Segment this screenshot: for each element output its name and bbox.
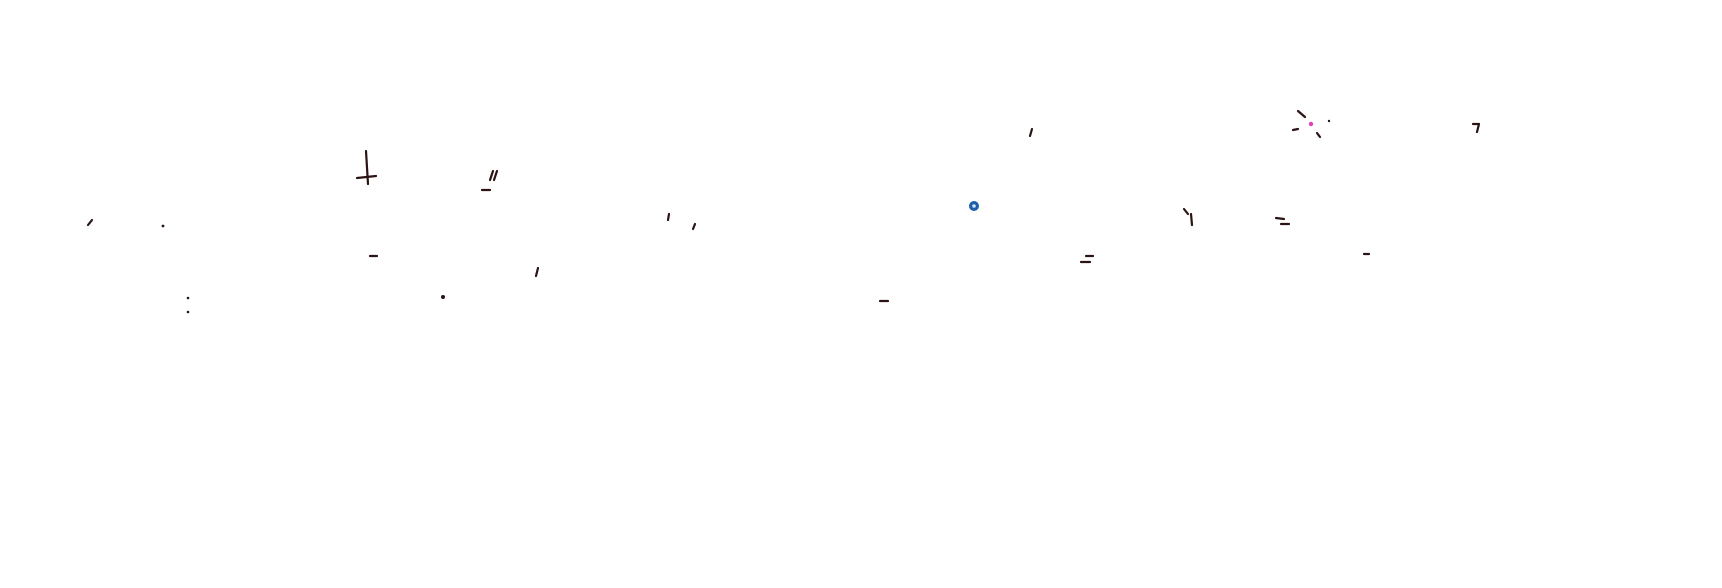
- stroke-mark: [492, 169, 499, 182]
- stroke-mark: [355, 174, 378, 180]
- stroke-mark: [1296, 109, 1307, 119]
- stroke-mark: [364, 149, 370, 186]
- dot-mark: [186, 310, 190, 314]
- stroke-mark: [488, 169, 495, 182]
- stroke-mark: [666, 212, 671, 222]
- stroke-mark: [1471, 122, 1481, 134]
- dot-mark: [161, 224, 165, 228]
- stroke-mark: [1182, 207, 1190, 216]
- dot-mark: [186, 296, 190, 300]
- stroke-mark: [86, 218, 94, 227]
- stroke-mark: [534, 266, 540, 278]
- pink-dot: [1308, 121, 1314, 127]
- stroke-mark: [1189, 212, 1194, 227]
- stroke-mark: [691, 222, 697, 231]
- stroke-mark: [1274, 216, 1286, 221]
- stroke-mark: [1315, 131, 1322, 139]
- dot-mark: [441, 295, 445, 299]
- dot-mark: [1327, 119, 1331, 123]
- stroke-mark: [1028, 127, 1034, 138]
- stroke-mark: [1291, 127, 1300, 132]
- blue-dot-center: [972, 204, 976, 208]
